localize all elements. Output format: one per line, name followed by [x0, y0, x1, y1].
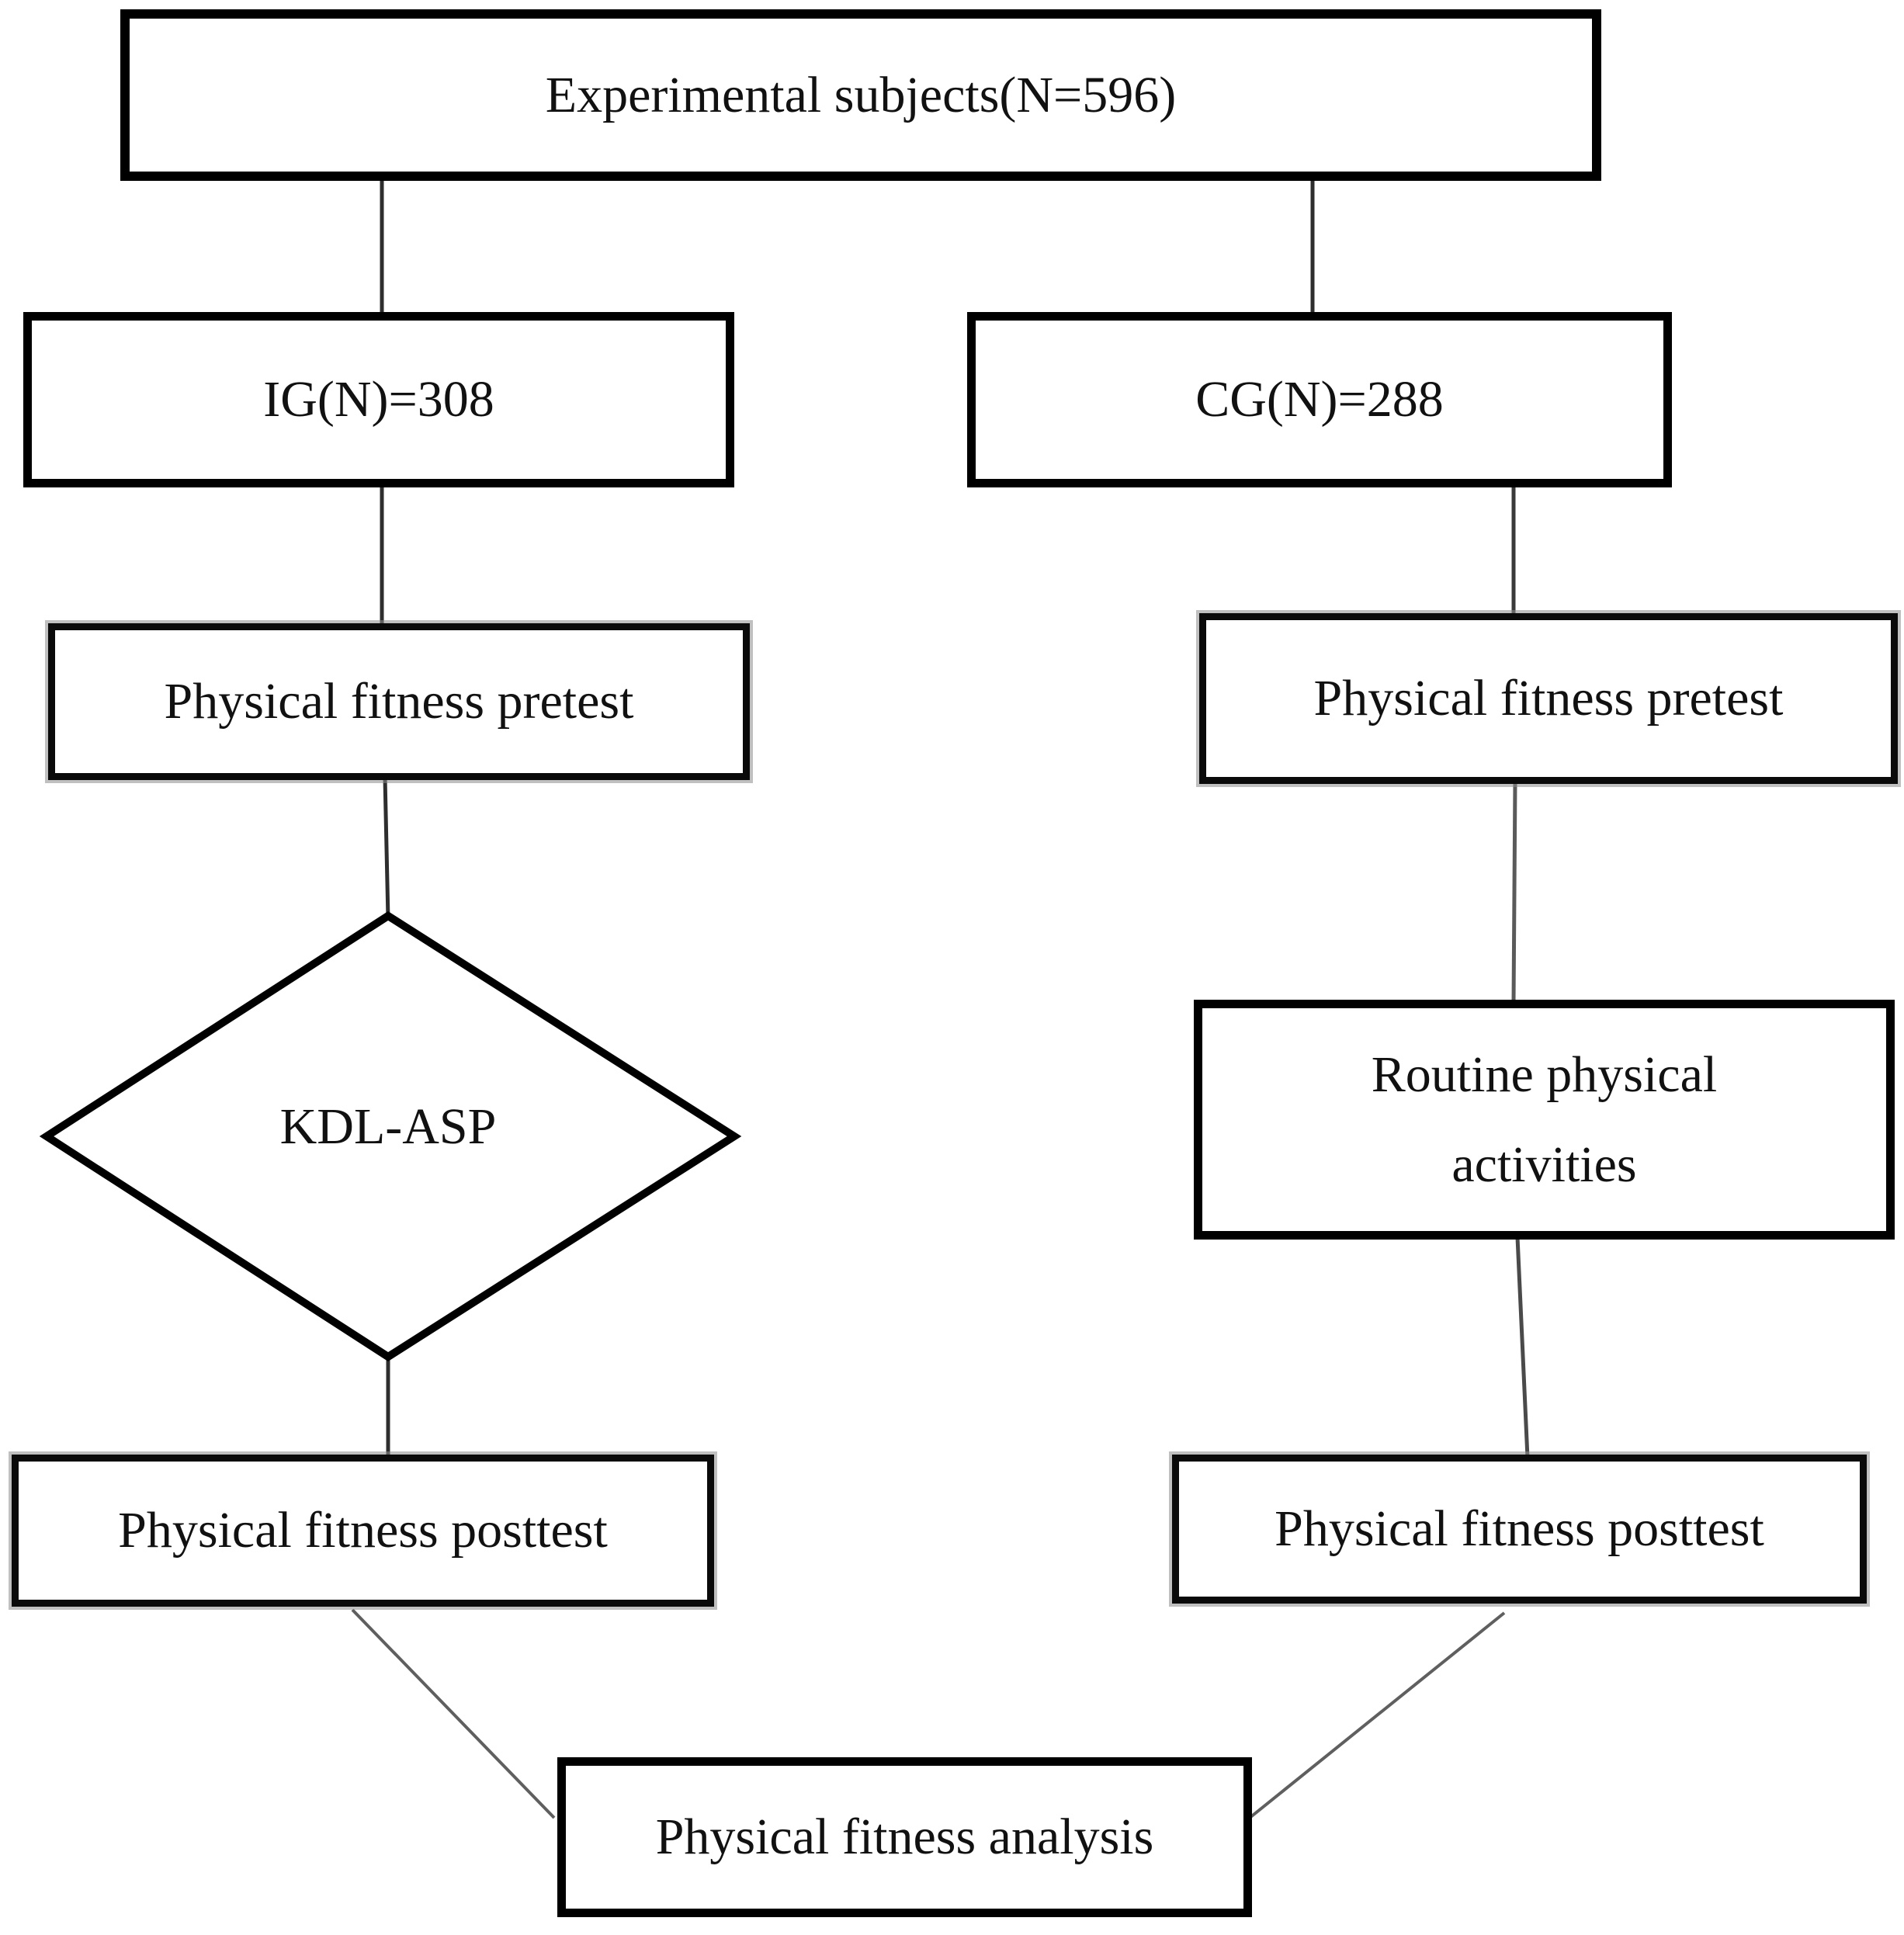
node-ig-posttest: Physical fitness posttest [12, 1455, 714, 1607]
node-label: Physical fitness analysis [655, 1808, 1154, 1866]
node-label: Physical fitness pretest [1313, 670, 1784, 727]
node-routine-activities: Routine physical activities [1194, 1000, 1895, 1240]
node-label-line2: activities [1451, 1136, 1637, 1193]
kdl-asp-diamond [39, 911, 742, 1361]
node-ig-pretest: Physical fitness pretest [48, 623, 750, 780]
node-label: IG(N)=308 [263, 371, 494, 428]
edge-routine-to-posttest [1515, 1236, 1530, 1458]
edge-pretest-to-diamond [383, 777, 390, 920]
edge-ig-posttest-to-analysis [351, 1608, 556, 1819]
edge-cg-posttest-to-analysis [1248, 1611, 1506, 1819]
node-cg-pretest: Physical fitness pretest [1199, 613, 1898, 784]
node-label: Physical fitness posttest [1275, 1500, 1764, 1558]
node-label: Experimental subjects(N=596) [545, 66, 1177, 123]
node-label: CG(N)=288 [1195, 371, 1444, 428]
node-control-group: CG(N)=288 [967, 312, 1672, 487]
node-label-line1: Routine physical [1371, 1046, 1718, 1103]
edge-pretest-to-routine [1511, 780, 1517, 1004]
node-intervention-group: IG(N)=308 [23, 312, 734, 487]
node-cg-posttest: Physical fitness posttest [1172, 1455, 1867, 1604]
node-experimental-subjects: Experimental subjects(N=596) [120, 9, 1601, 181]
node-label: Physical fitness posttest [118, 1502, 608, 1559]
node-kdl-asp-label: KDL-ASP [279, 1098, 497, 1155]
node-fitness-analysis: Physical fitness analysis [557, 1757, 1252, 1917]
node-label: Physical fitness pretest [164, 673, 634, 730]
